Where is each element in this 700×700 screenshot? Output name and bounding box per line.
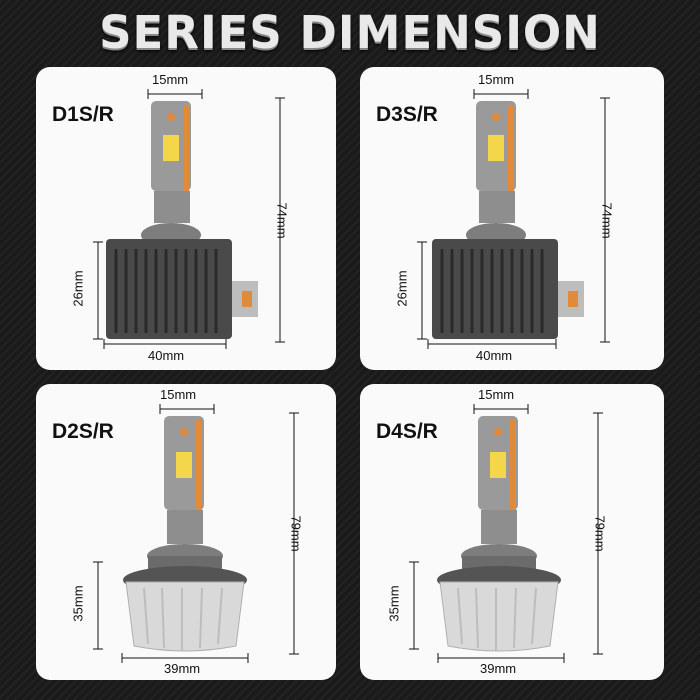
model-label: D1S/R: [52, 103, 114, 126]
height-base-label: 35mm: [70, 585, 86, 622]
width-base-label: 40mm: [476, 348, 513, 363]
height-total-label: 74mm: [599, 202, 615, 239]
model-label: D3S/R: [376, 103, 438, 126]
height-base-label: 35mm: [386, 585, 402, 622]
d3sr-bulb-illustration: [417, 89, 610, 349]
height-total-label: 74mm: [274, 202, 290, 239]
model-label: D4S/R: [376, 420, 438, 443]
width-top-label: 15mm: [478, 387, 515, 402]
width-base-label: 39mm: [480, 661, 517, 676]
height-base-label: 26mm: [394, 270, 410, 307]
width-top-label: 15mm: [160, 387, 197, 402]
height-total-label: 79mm: [288, 515, 304, 552]
width-base-label: 39mm: [164, 661, 201, 676]
panel-d4sr: D4S/R 15mm 79mm 35mm 39mm: [360, 384, 664, 680]
d1sr-bulb-illustration: [93, 89, 285, 349]
width-base-label: 40mm: [148, 348, 185, 363]
d2sr-bulb-illustration: [93, 404, 299, 663]
page-title: SERIES DIMENSION: [99, 6, 601, 59]
model-label: D2S/R: [52, 420, 114, 443]
width-top-label: 15mm: [152, 72, 189, 87]
d4sr-bulb-illustration: [409, 404, 603, 663]
width-top-label: 15mm: [478, 72, 515, 87]
panel-d3sr: D3S/R 15mm 74mm 26mm 40mm: [360, 67, 664, 370]
panel-d1sr: D1S/R 15mm 74mm 26mm 40mm: [36, 67, 336, 370]
panel-d2sr: D2S/R 15mm 79mm 35mm 39mm: [36, 384, 336, 680]
height-base-label: 26mm: [70, 270, 86, 307]
height-total-label: 79mm: [592, 515, 608, 552]
